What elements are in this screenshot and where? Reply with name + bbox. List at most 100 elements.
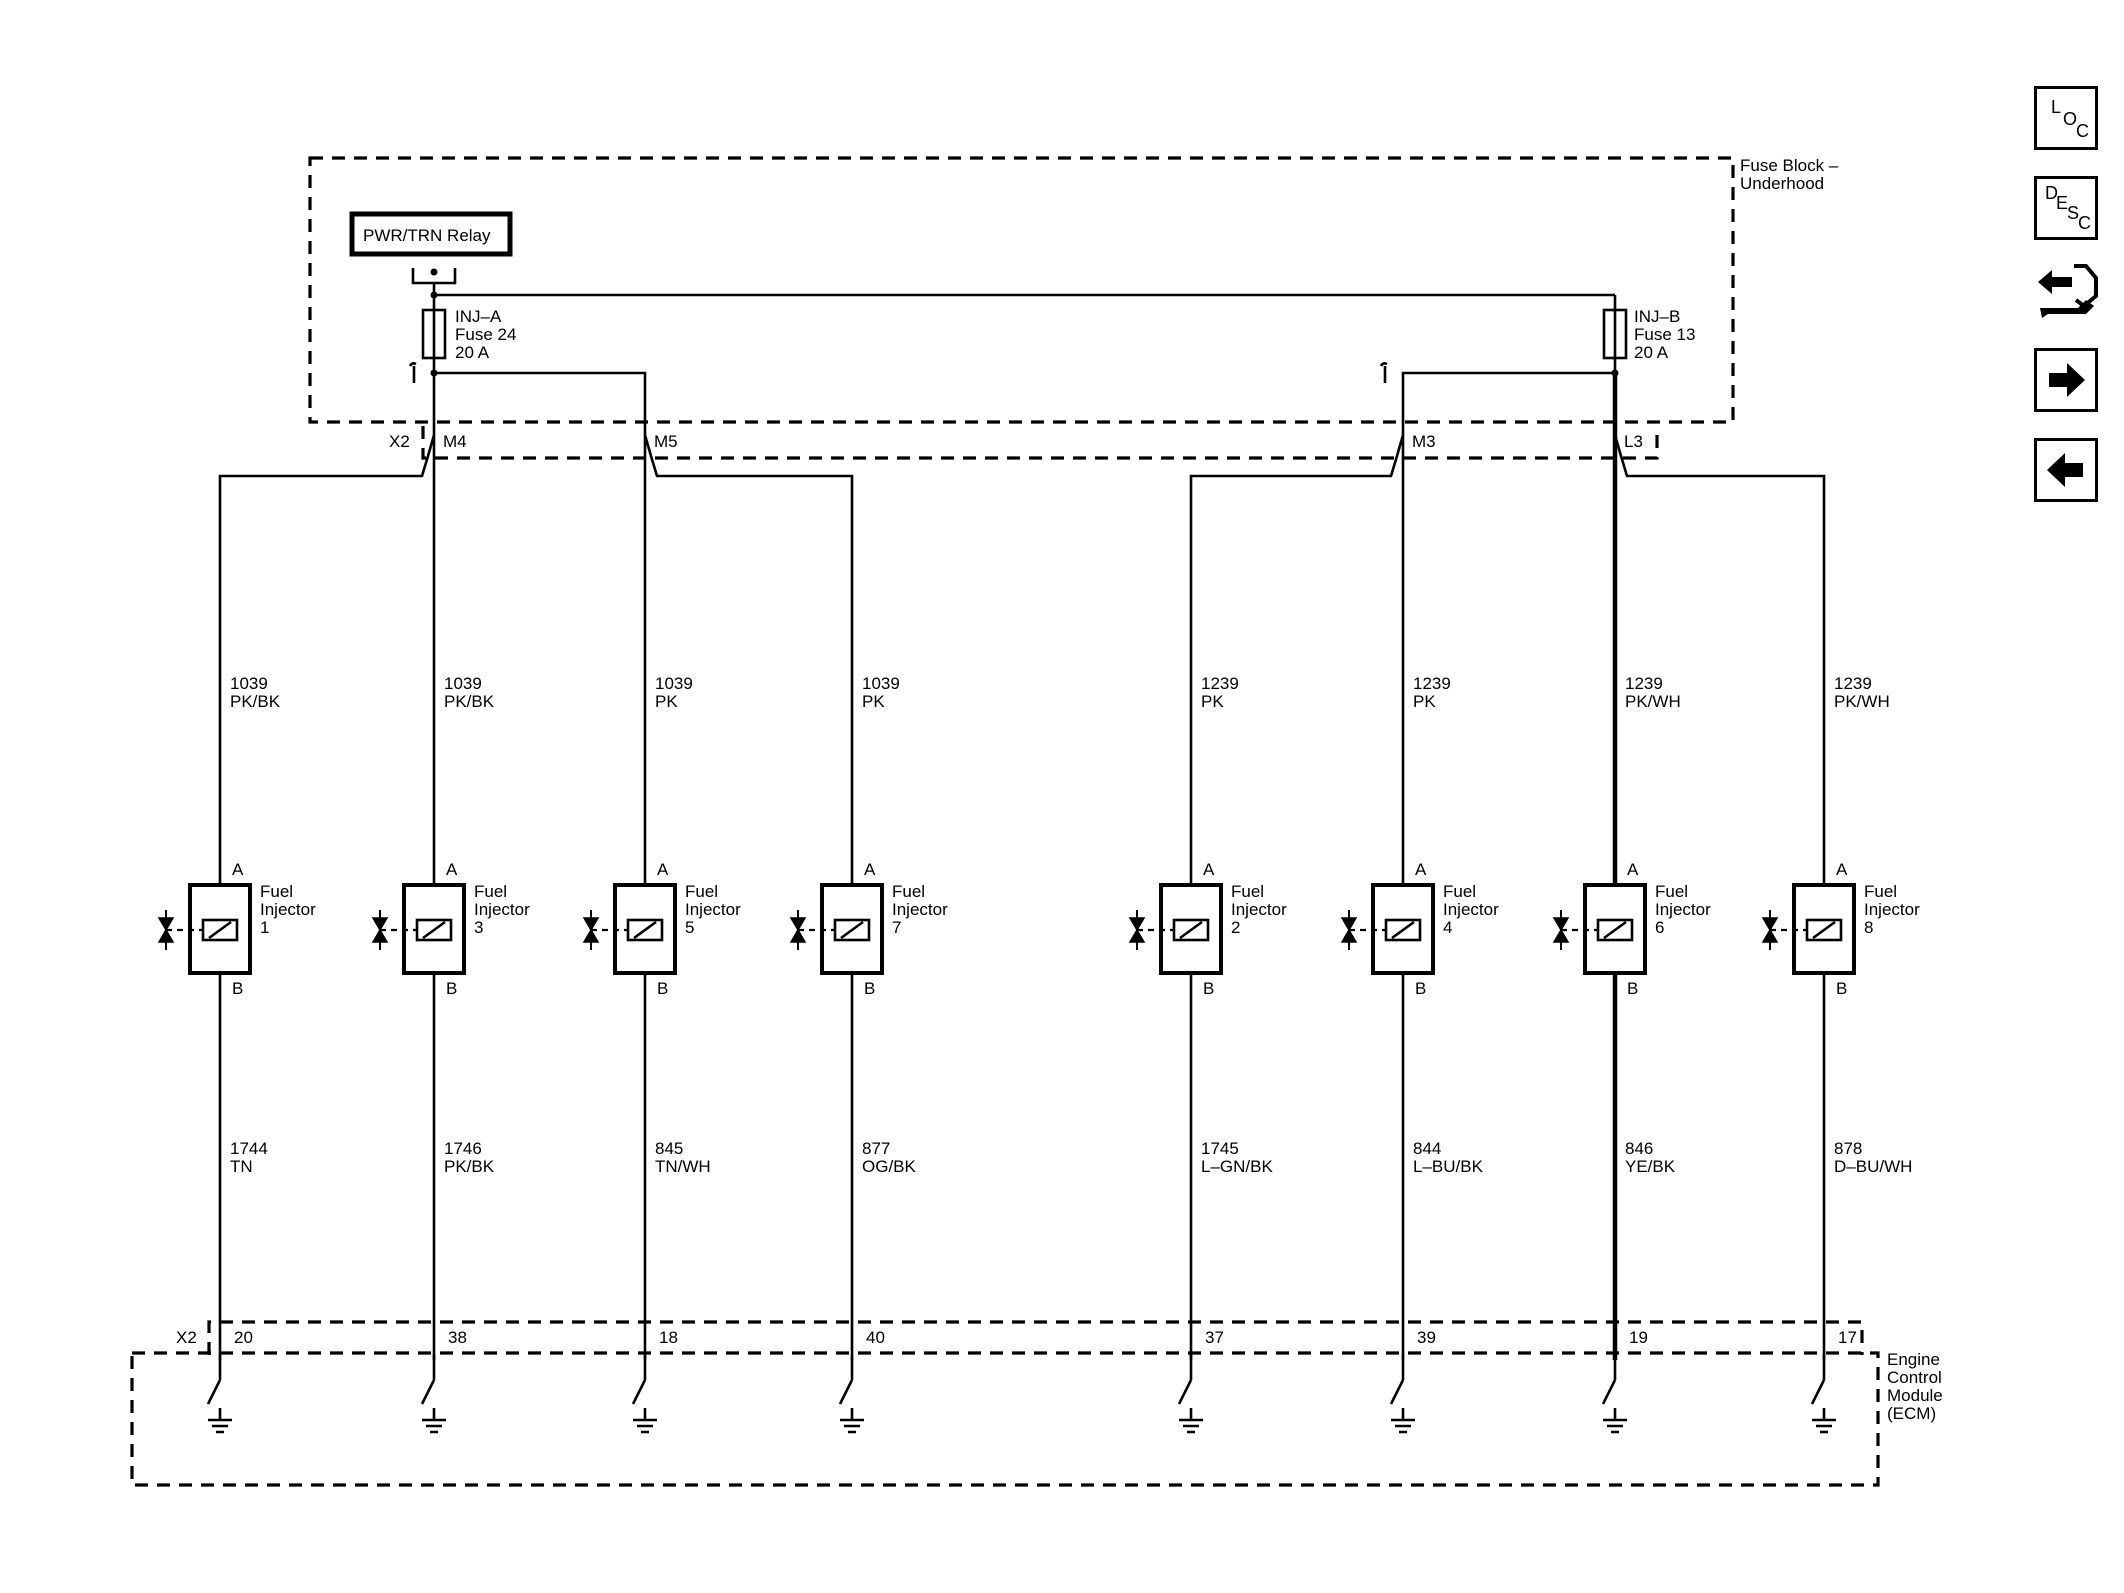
injector-pin-a: A bbox=[232, 860, 244, 879]
ecm-pin-number: 39 bbox=[1417, 1328, 1436, 1347]
injector-name: Injector bbox=[1231, 900, 1287, 919]
injector-coil-line bbox=[422, 920, 446, 940]
loc-letter-l: L bbox=[2051, 97, 2062, 117]
control-circuit-number: 1745 bbox=[1201, 1139, 1239, 1158]
injector-number: 4 bbox=[1443, 918, 1452, 937]
injector-name: Fuel bbox=[1655, 882, 1688, 901]
ground-icon bbox=[206, 1355, 232, 1434]
injector-coil-line bbox=[1603, 920, 1627, 940]
supply-wire-color: PK bbox=[1201, 692, 1224, 711]
ground-icon bbox=[1810, 1355, 1836, 1434]
injector-pin-a: A bbox=[657, 860, 669, 879]
fuse-13-splice bbox=[1379, 358, 1617, 435]
injector-pin-a: A bbox=[1415, 860, 1427, 879]
injector-name: Injector bbox=[1655, 900, 1711, 919]
injector-number: 6 bbox=[1655, 918, 1664, 937]
injector-pin-b: B bbox=[232, 979, 243, 998]
injector-pin-a: A bbox=[864, 860, 876, 879]
ecm-pin-number: 17 bbox=[1838, 1328, 1857, 1347]
connector-wrench-button[interactable] bbox=[2034, 256, 2100, 326]
ecm-pin-number: 38 bbox=[448, 1328, 467, 1347]
injector-name: Injector bbox=[260, 900, 316, 919]
supply-circuit-number: 1239 bbox=[1413, 674, 1451, 693]
injector-pin-a: A bbox=[446, 860, 458, 879]
injector-pin-a: A bbox=[1836, 860, 1848, 879]
ecm-x2-label: X2 bbox=[176, 1328, 197, 1347]
injector-number: 8 bbox=[1864, 918, 1873, 937]
fuse-13-name: INJ–B bbox=[1634, 307, 1680, 326]
ground-icon bbox=[420, 1355, 446, 1434]
ground-icon bbox=[631, 1355, 657, 1434]
terminal-m5: M5 bbox=[654, 432, 678, 451]
ecm-label-4: (ECM) bbox=[1887, 1404, 1936, 1423]
previous-button[interactable] bbox=[2034, 438, 2098, 502]
supply-circuit-number: 1039 bbox=[862, 674, 900, 693]
injector-coil-line bbox=[1179, 920, 1203, 940]
control-circuit-number: 844 bbox=[1413, 1139, 1441, 1158]
injector-number: 5 bbox=[685, 918, 694, 937]
terminal-m4: M4 bbox=[443, 432, 467, 451]
injector-pin-b: B bbox=[1836, 979, 1847, 998]
ground-icon bbox=[1601, 1355, 1627, 1434]
injector-coil-line bbox=[1391, 920, 1415, 940]
desc-letter-c: C bbox=[2078, 213, 2091, 233]
injector-coil-line bbox=[840, 920, 864, 940]
injector-name: Fuel bbox=[1864, 882, 1897, 901]
next-button[interactable] bbox=[2034, 348, 2098, 412]
supply-wire-color: PK/WH bbox=[1625, 692, 1681, 711]
injector-name: Injector bbox=[474, 900, 530, 919]
desc-letter-s: S bbox=[2067, 203, 2080, 223]
injector-name: Injector bbox=[1443, 900, 1499, 919]
injector-number: 3 bbox=[474, 918, 483, 937]
supply-wire-color: PK/BK bbox=[230, 692, 281, 711]
m4-distribution bbox=[218, 434, 436, 1360]
supply-circuit-number: 1039 bbox=[444, 674, 482, 693]
injector-coil-line bbox=[208, 920, 232, 940]
fuse-block-x2-label: X2 bbox=[389, 432, 410, 451]
injector-pin-b: B bbox=[1627, 979, 1638, 998]
ecm-x2-connector bbox=[207, 1320, 1864, 1355]
supply-circuit-number: 1039 bbox=[230, 674, 268, 693]
supply-circuit-number: 1039 bbox=[655, 674, 693, 693]
ecm-label-1: Engine bbox=[1887, 1350, 1940, 1369]
control-wire-color: D–BU/WH bbox=[1834, 1157, 1912, 1176]
fuse-13-rating: 20 A bbox=[1634, 343, 1669, 362]
desc-button[interactable]: D E S C bbox=[2034, 176, 2098, 240]
fuse-block-boundary bbox=[308, 156, 1735, 424]
supply-wire-color: PK/WH bbox=[1834, 692, 1890, 711]
fuse-24-rating: 20 A bbox=[455, 343, 490, 362]
loc-button[interactable]: L O C bbox=[2034, 86, 2098, 150]
ecm-pin-number: 40 bbox=[866, 1328, 885, 1347]
injector-number: 7 bbox=[892, 918, 901, 937]
ground-icon bbox=[1177, 1355, 1203, 1434]
injector-name: Fuel bbox=[474, 882, 507, 901]
injector-name: Fuel bbox=[685, 882, 718, 901]
injector-name: Fuel bbox=[892, 882, 925, 901]
control-circuit-number: 877 bbox=[862, 1139, 890, 1158]
ecm-pin-number: 19 bbox=[1629, 1328, 1648, 1347]
fuse-24-splice bbox=[408, 358, 647, 435]
injector-pin-b: B bbox=[1415, 979, 1426, 998]
supply-wire-color: PK/BK bbox=[444, 692, 495, 711]
terminal-m3: M3 bbox=[1412, 432, 1436, 451]
injector-pin-a: A bbox=[1203, 860, 1215, 879]
supply-circuit-number: 1239 bbox=[1834, 674, 1872, 693]
fuse-block-label-1: Fuse Block – bbox=[1740, 156, 1839, 175]
pwr-trn-relay-label: PWR/TRN Relay bbox=[363, 226, 491, 245]
supply-wire-color: PK bbox=[655, 692, 678, 711]
injector-pin-b: B bbox=[446, 979, 457, 998]
loc-letter-o: O bbox=[2063, 109, 2078, 129]
ecm-pin-number: 20 bbox=[234, 1328, 253, 1347]
desc-letter-d: D bbox=[2045, 183, 2058, 203]
injector-name: Injector bbox=[892, 900, 948, 919]
ecm-pin-number: 37 bbox=[1205, 1328, 1224, 1347]
